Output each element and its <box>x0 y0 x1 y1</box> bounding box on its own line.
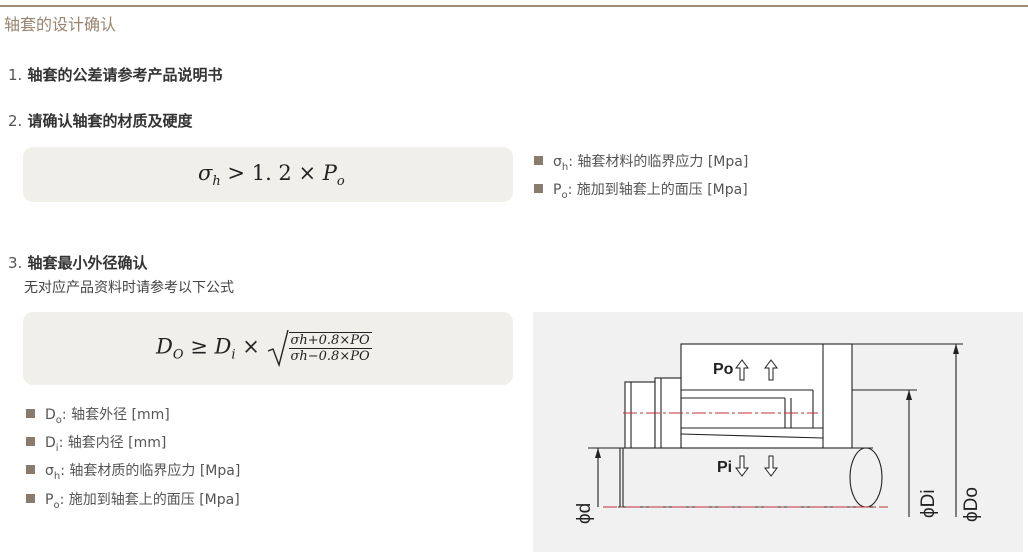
legend-sub: o <box>561 189 568 201</box>
legend-sub: h <box>561 161 569 173</box>
legend-po-2: Po: 施加到轴套上的面压 [Mpa] <box>26 489 240 511</box>
legend-symbol: D <box>45 435 56 451</box>
section-3-heading: 3. 轴套最小外径确认 <box>8 252 148 273</box>
legend-po: Po: 施加到轴套上的面压 [Mpa] <box>534 179 748 201</box>
label-pi: Pi <box>717 459 732 476</box>
formula-coef: 1. 2 <box>251 161 292 185</box>
bullet-square <box>26 494 35 503</box>
sqrt-radical: σh+0.8×PO σh−0.8×PO <box>267 329 372 368</box>
label-di: ϕDi <box>918 489 939 518</box>
legend-text: : 施加到轴套上的面压 [Mpa] <box>567 182 748 198</box>
po-arrow-up-2-icon <box>764 359 778 381</box>
legend-symbol: σ <box>45 463 54 479</box>
formula-times: × <box>298 161 317 185</box>
section-2-number: 2. <box>8 112 23 130</box>
legend-sub: o <box>53 499 60 511</box>
section-3-text: 轴套最小外径确认 <box>27 254 148 272</box>
bullet-square <box>26 437 35 446</box>
section-1-heading: 1. 轴套的公差请参考产品说明书 <box>8 64 223 85</box>
hardness-formula: σh > 1. 2 × Po <box>198 161 345 189</box>
di-arrow-icon <box>906 390 912 400</box>
fraction-numerator: σh+0.8×PO <box>288 333 372 349</box>
legend-di: Di: 轴套内径 [mm] <box>26 432 166 454</box>
legend-symbol: D <box>45 407 56 423</box>
do-arrow-icon <box>953 344 959 354</box>
legend-do: Do: 轴套外径 [mm] <box>26 404 170 426</box>
legend-text: : 轴套外径 [mm] <box>61 407 170 423</box>
sqrt-fraction: σh+0.8×PO σh−0.8×PO <box>288 332 372 364</box>
bushing-drawing: Po Pi ϕd ϕDi ϕDo <box>574 343 982 524</box>
legend-text: : 施加到轴套上的面压 [Mpa] <box>59 492 240 508</box>
label-d: ϕd <box>574 503 595 524</box>
bullet-square <box>26 409 35 418</box>
legend-sub: i <box>55 442 59 454</box>
section-3-note: 无对应产品资料时请参考以下公式 <box>24 280 234 296</box>
section-2-heading: 2. 请确认轴套的材质及硬度 <box>8 110 193 131</box>
section-1-text: 轴套的公差请参考产品说明书 <box>27 66 223 84</box>
hardness-formula-box: σh > 1. 2 × Po <box>23 147 513 202</box>
formula-ge: ≥ <box>190 334 208 359</box>
fraction-denominator: σh−0.8×PO <box>290 349 370 364</box>
sqrt-sign-icon <box>267 329 289 368</box>
formula-d: D <box>156 334 173 359</box>
bullet-square <box>26 465 35 474</box>
section-2-text: 请确认轴套的材质及硬度 <box>27 112 193 130</box>
legend-sigma-h-2: σh: 轴套材质的临界应力 [Mpa] <box>26 460 240 482</box>
legend-text: : 轴套内径 [mm] <box>58 435 167 451</box>
legend-text: : 轴套材料的临界应力 [Mpa] <box>568 154 749 170</box>
shaft-end-ellipse <box>849 447 883 508</box>
legend-text: : 轴套材质的临界应力 [Mpa] <box>60 463 241 479</box>
bullet-square <box>534 156 543 165</box>
legend-sub: o <box>55 414 62 426</box>
formula-sigma-sub: h <box>212 174 221 190</box>
formula-p-sub: o <box>336 174 345 190</box>
outer-sleeve <box>680 343 853 449</box>
legend-symbol: σ <box>553 154 562 170</box>
legend-sub: h <box>53 470 61 482</box>
d-arrow-icon <box>595 448 601 458</box>
bushing-taper <box>680 433 824 439</box>
diameter-formula: DO ≥ Di × σh+0.8×PO σh−0.8×PO <box>156 329 372 368</box>
pi-arrow-down-1-icon <box>735 455 749 477</box>
label-po: Po <box>713 361 734 378</box>
legend-sigma-h: σh: 轴套材料的临界应力 [Mpa] <box>534 151 748 173</box>
formula-d-sub: O <box>172 347 184 363</box>
formula-di: D <box>214 334 232 359</box>
legend-symbol: P <box>45 492 54 508</box>
formula-sigma: σ <box>198 161 213 185</box>
formula-times: × <box>242 334 260 359</box>
section-3-number: 3. <box>8 254 23 272</box>
bullet-square <box>534 184 543 193</box>
top-divider <box>0 5 1028 7</box>
diameter-formula-box: DO ≥ Di × σh+0.8×PO σh−0.8×PO <box>23 312 513 385</box>
legend-symbol: P <box>553 182 562 198</box>
label-do: ϕDo <box>961 487 982 522</box>
formula-p: P <box>322 161 337 185</box>
collar-body <box>624 381 656 449</box>
section-1-number: 1. <box>8 66 23 84</box>
formula-gt: > <box>227 161 246 185</box>
po-arrow-up-1-icon <box>735 359 749 381</box>
formula-di-sub: i <box>231 347 236 363</box>
bushing-diagram: Po Pi ϕd ϕDi ϕDo <box>533 312 1023 552</box>
page-title: 轴套的设计确认 <box>4 15 117 34</box>
pi-arrow-down-2-icon <box>764 455 778 477</box>
